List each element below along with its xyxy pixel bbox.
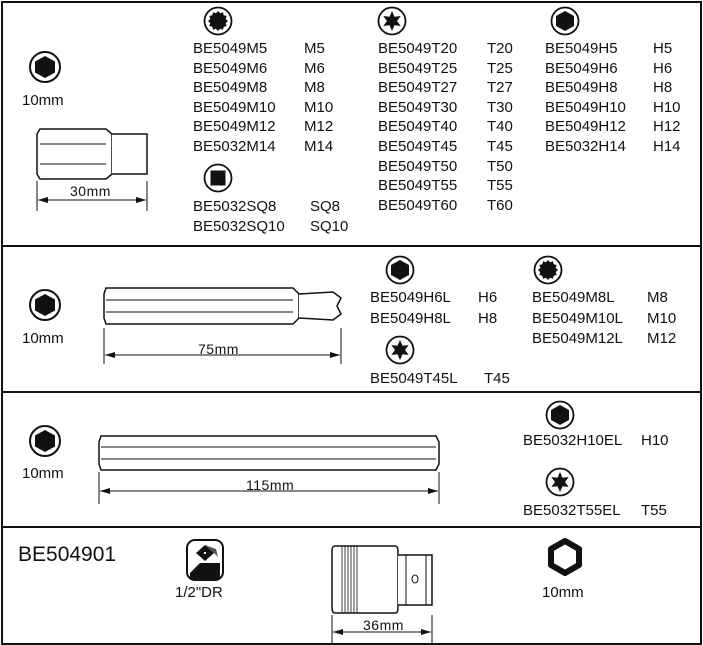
- part-code: BE5049T27: [378, 79, 458, 97]
- part-code: BE5032M14: [193, 138, 276, 155]
- part-size: T55: [487, 177, 513, 195]
- spline-icon: [533, 255, 563, 285]
- hex-icon: [545, 400, 575, 430]
- part-code: BE5049T45: [378, 138, 458, 155]
- part-code: BE5049H8: [545, 79, 618, 97]
- part-size: SQ8: [310, 198, 341, 215]
- part-size: T45: [484, 370, 510, 387]
- part-code: BE5032T55EL: [523, 502, 621, 519]
- product-code: BE504901: [18, 543, 117, 566]
- part-code: BE5049H6: [545, 59, 618, 77]
- part-code: BE5049T55: [378, 177, 458, 195]
- part-code: BE5049H12: [545, 118, 626, 136]
- part-size: M8: [304, 79, 325, 97]
- part-code: BE5049T30: [378, 98, 458, 116]
- part-size: T40: [487, 118, 513, 136]
- part-size: M14: [304, 138, 334, 155]
- short-bit-drawing: [36, 128, 148, 211]
- part-code: BE5049M8L: [532, 289, 615, 306]
- part-size: H12: [653, 118, 681, 136]
- part-size: H14: [653, 138, 681, 155]
- part-size: T55: [641, 502, 667, 519]
- part-size: H6: [478, 289, 498, 306]
- square-icon: [203, 163, 233, 193]
- torx-icon: [377, 6, 407, 36]
- part-code: BE5049M12L: [532, 330, 623, 347]
- part-code: BE5049H5: [545, 40, 618, 57]
- hex-socket-icon: [548, 538, 582, 576]
- divider: [1, 526, 700, 528]
- part-size: M12: [647, 330, 677, 347]
- part-size: M10: [304, 98, 334, 116]
- spline-icon: [203, 6, 233, 36]
- part-size: T60: [487, 196, 513, 214]
- divider: [1, 391, 700, 393]
- part-size: H10: [641, 432, 669, 449]
- part-code: BE5049M12: [193, 118, 276, 136]
- part-code: BE5049H6L: [370, 289, 451, 306]
- socket-size: 10mm: [542, 584, 584, 601]
- part-size: M6: [304, 59, 325, 77]
- part-code: BE5049M6: [193, 59, 268, 77]
- part-code: BE5032H10EL: [523, 432, 623, 449]
- bit-length: 115mm: [246, 477, 295, 493]
- part-code: BE5049H8L: [370, 309, 451, 327]
- part-size: T45: [487, 138, 513, 155]
- shank-size: 10mm: [22, 330, 64, 347]
- extra-long-bit-drawing: [98, 435, 440, 504]
- long-bit-drawing: [103, 287, 342, 364]
- part-code: BE5032H14: [545, 138, 626, 155]
- part-size: T27: [487, 79, 513, 97]
- part-code: BE5049T40: [378, 118, 458, 136]
- part-size: T50: [487, 157, 513, 175]
- part-size: T20: [487, 40, 513, 57]
- part-code: BE5049M10: [193, 98, 276, 116]
- hex-shank-icon: [29, 51, 61, 83]
- hex-icon: [550, 6, 580, 36]
- part-code: BE5049T25: [378, 59, 458, 77]
- drive-size: 1/2"DR: [175, 584, 223, 601]
- part-code: BE5032SQ10: [193, 217, 285, 235]
- hex-icon: [385, 255, 415, 285]
- part-size: H8: [653, 79, 673, 97]
- part-size: M5: [304, 40, 325, 57]
- part-code: BE5049T50: [378, 157, 458, 175]
- part-size: M8: [647, 289, 668, 306]
- torx-icon: [385, 335, 415, 365]
- part-size: SQ10: [310, 217, 349, 235]
- divider: [1, 245, 700, 247]
- part-size: H10: [653, 98, 681, 116]
- part-size: M10: [647, 309, 677, 327]
- part-size: T30: [487, 98, 513, 116]
- bit-length: 75mm: [198, 341, 239, 357]
- part-size: M12: [304, 118, 334, 136]
- torx-icon: [545, 467, 575, 497]
- socket-length: 36mm: [363, 617, 404, 633]
- part-size: T25: [487, 59, 513, 77]
- shank-size: 10mm: [22, 465, 64, 482]
- shank-size: 10mm: [22, 92, 64, 109]
- part-code: BE5032SQ8: [193, 198, 277, 215]
- part-size: H5: [653, 40, 673, 57]
- hex-shank-icon: [29, 425, 61, 457]
- part-size: H8: [478, 309, 498, 327]
- part-code: BE5049M10L: [532, 309, 623, 327]
- bit-length: 30mm: [70, 183, 111, 199]
- square-drive-icon: [186, 539, 224, 581]
- socket-drawing: [331, 545, 433, 643]
- part-code: BE5049M8: [193, 79, 268, 97]
- part-code: BE5049H10: [545, 98, 626, 116]
- part-code: BE5049T45L: [370, 370, 458, 387]
- part-code: BE5049M5: [193, 40, 268, 57]
- hex-shank-icon: [29, 289, 61, 321]
- part-size: H6: [653, 59, 673, 77]
- part-code: BE5049T20: [378, 40, 458, 57]
- part-code: BE5049T60: [378, 196, 458, 214]
